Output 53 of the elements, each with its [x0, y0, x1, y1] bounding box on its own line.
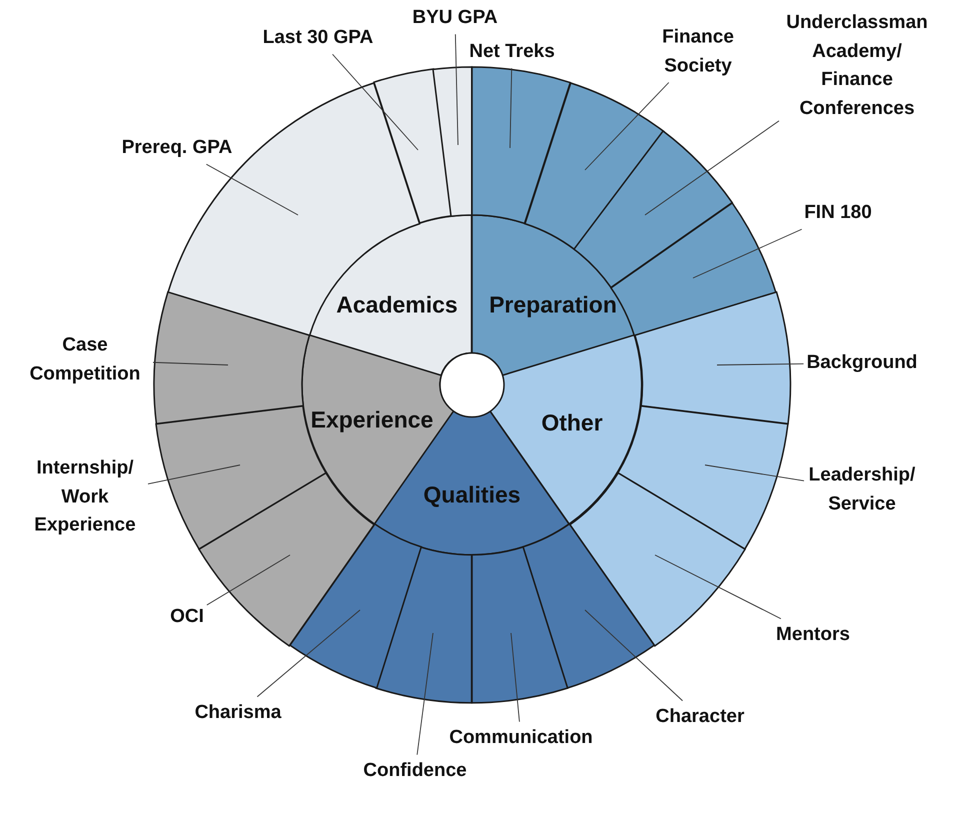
ring-segment [616, 404, 789, 550]
leader-line [510, 632, 520, 722]
leader-line [644, 120, 780, 216]
leader-line [704, 464, 804, 482]
leader-line [584, 610, 683, 702]
ring-segment [375, 546, 473, 704]
leader-line [584, 82, 670, 170]
category-label: Finance Society [648, 24, 748, 80]
segment-label: Academics [336, 292, 458, 318]
ring-segment [568, 472, 746, 646]
ring-segment [432, 66, 473, 218]
category-label: Net Treks [469, 38, 555, 66]
leader-line [510, 68, 512, 148]
category-label: Case Competition [20, 332, 150, 388]
category-label: Leadership/ Service [807, 462, 917, 518]
leader-line [332, 54, 418, 150]
category-label: OCI [170, 602, 204, 632]
category-label: Prereq. GPA [122, 134, 232, 162]
category-label: Charisma [194, 698, 282, 728]
ring-segment [308, 214, 473, 377]
ring-segment [522, 523, 656, 690]
leader-line [716, 363, 804, 366]
leader-line [148, 464, 240, 484]
category-label: FIN 180 [804, 198, 872, 228]
leader-line [692, 228, 802, 278]
ring-segment [288, 523, 422, 690]
category-label: Last 30 GPA [262, 24, 374, 52]
ring-segment [471, 546, 569, 704]
leader-line [206, 554, 290, 606]
ring-segment [471, 66, 572, 224]
leader-line [152, 362, 228, 366]
ring-segment [471, 214, 636, 377]
segment-label: Preparation [489, 292, 617, 318]
category-label: Mentors [776, 620, 850, 650]
category-label: BYU GPA [412, 4, 498, 32]
category-label: Internship/ Work Experience [25, 454, 145, 540]
leader-line [454, 34, 458, 146]
category-label: Confidence [363, 756, 467, 786]
ring-segment [573, 130, 734, 288]
segment-label: Qualities [423, 481, 521, 508]
category-label: Underclassman Academy/ Finance Conferences [782, 9, 932, 123]
leader-line [256, 610, 360, 698]
leader-line [206, 164, 298, 216]
ring-segment [634, 291, 791, 425]
segment-label: Experience [310, 406, 434, 434]
segment-label: Other [541, 409, 603, 436]
category-label: Character [656, 702, 744, 732]
category-label: Communication [449, 724, 593, 752]
ring-segment [524, 82, 664, 250]
leader-line [416, 632, 434, 756]
ring-segment [153, 291, 310, 425]
category-label: Background [806, 348, 918, 378]
leader-line [654, 554, 782, 620]
